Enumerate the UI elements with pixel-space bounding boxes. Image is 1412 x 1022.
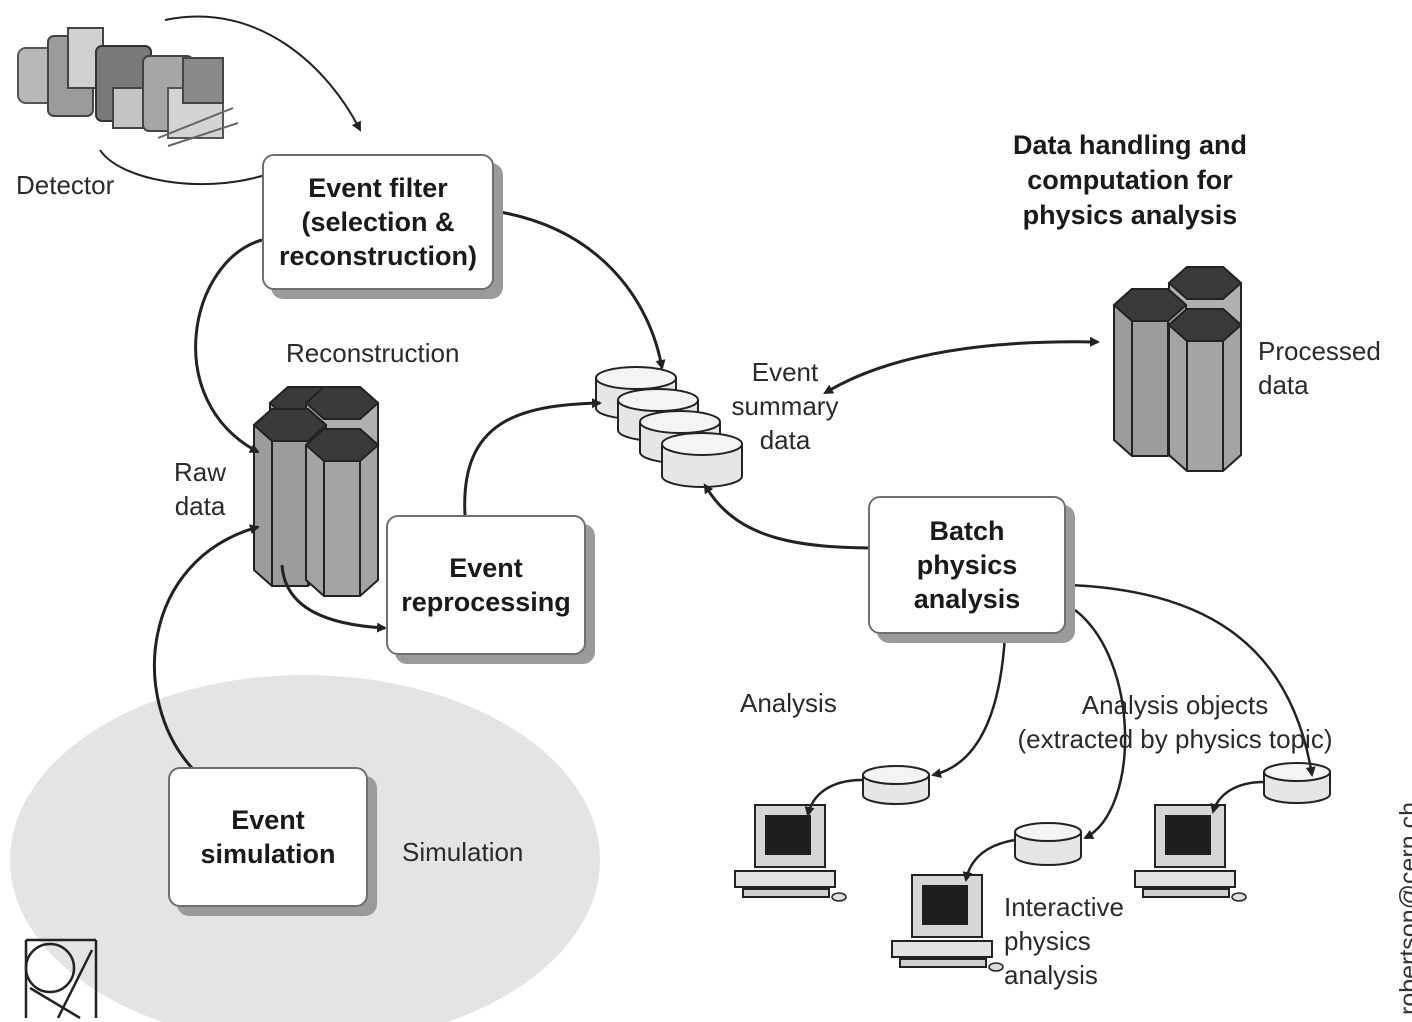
analysis-objects-label: Analysis objects (extracted by physics t…: [1017, 690, 1333, 754]
event-reprocessing-box: Event reprocessing: [386, 515, 586, 655]
interactive-physics-analysis-label: Interactive physics analysis: [1004, 892, 1124, 990]
analysis-disk-1: [862, 765, 930, 805]
event-filter-label: Event filter (selection & reconstruction…: [278, 173, 478, 271]
event-reprocessing-label: Event reprocessing: [401, 553, 571, 617]
workstation-2: [891, 874, 1004, 972]
simulation-label: Simulation: [402, 837, 524, 867]
processed-data-storage: [1112, 266, 1243, 472]
detector-illustration: [17, 27, 239, 147]
credit-text: robertson@cern.ch: [1395, 802, 1412, 1015]
raw-data-label: Raw data: [173, 457, 226, 521]
workstation-1: [734, 804, 847, 902]
analysis-disk-2: [1014, 822, 1082, 866]
event-summary-data-label: Event summary data: [700, 355, 870, 465]
analysis-disk-3: [1263, 762, 1331, 804]
batch-physics-analysis-label: Batch physics analysis: [913, 516, 1021, 614]
event-filter-box: Event filter (selection & reconstruction…: [262, 154, 494, 290]
event-simulation-label: Event simulation: [200, 805, 336, 869]
workstation-3: [1134, 804, 1247, 902]
raw-data-storage: [252, 386, 380, 597]
event-summary-disks: [595, 366, 743, 488]
batch-physics-analysis-box: Batch physics analysis: [868, 496, 1066, 634]
event-summary-data-text: Event summary data: [731, 357, 839, 455]
analysis-label: Analysis: [740, 688, 837, 718]
detector-label: Detector: [16, 170, 115, 200]
diagram-heading: Data handling and computation for physic…: [1012, 130, 1247, 230]
event-simulation-box: Event simulation: [168, 767, 368, 907]
reconstruction-label: Reconstruction: [286, 338, 460, 368]
cern-logo: [24, 938, 98, 1020]
processed-data-label: Processed data: [1258, 336, 1381, 400]
